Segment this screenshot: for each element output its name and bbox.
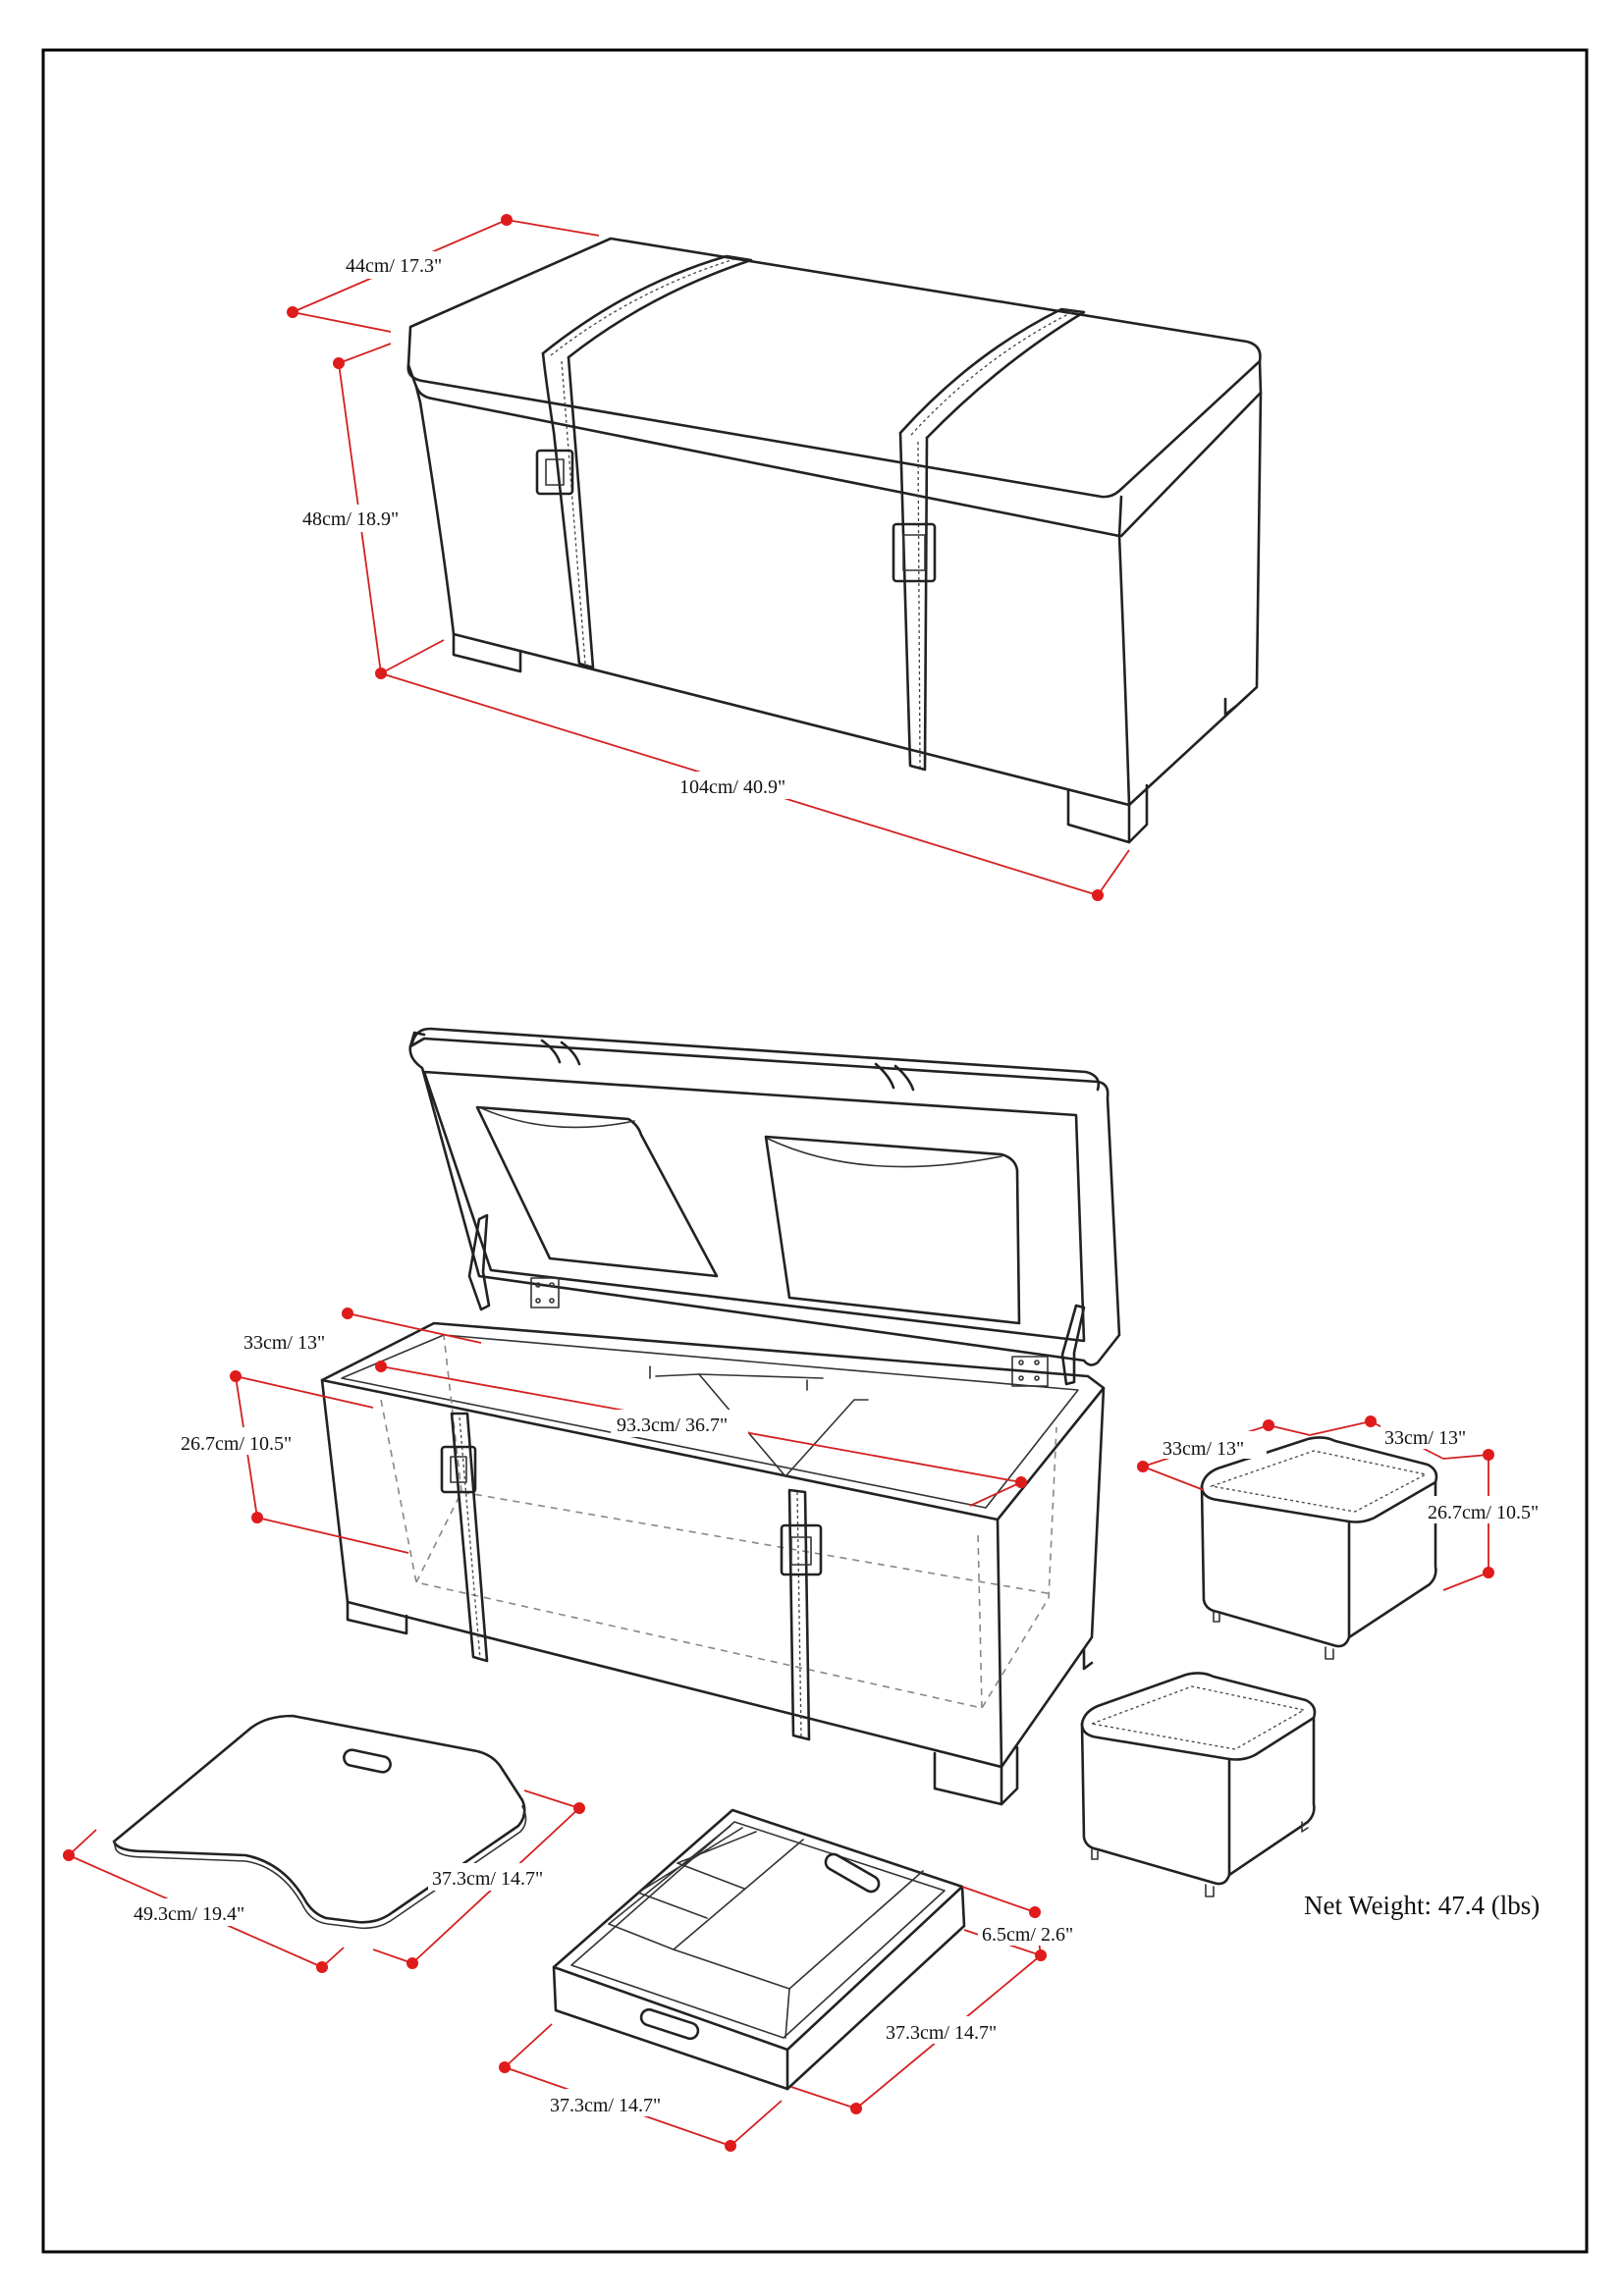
- bench-open: [320, 1027, 1121, 1806]
- tray-lid-depth-label: 37.3cm/ 14.7": [432, 1868, 543, 1890]
- ottoman-width-label: 33cm/ 13": [1163, 1438, 1244, 1460]
- tray-width-label: 37.3cm/ 14.7": [550, 2095, 661, 2116]
- ottoman-front: [1080, 1672, 1317, 1897]
- inner-height-label: 26.7cm/ 10.5": [181, 1433, 292, 1455]
- tray-lid: [112, 1714, 527, 1930]
- net-weight-text: Net Weight: 47.4 (lbs): [1304, 1891, 1540, 1920]
- bench-dimensions: [287, 214, 1130, 901]
- inner-width-label: 93.3cm/ 36.7": [617, 1415, 728, 1436]
- bench-depth-label: 44cm/ 17.3": [346, 255, 442, 277]
- bench-width-label: 104cm/ 40.9": [679, 776, 785, 798]
- inner-depth-label: 33cm/ 13": [243, 1332, 325, 1354]
- ottoman-height-label: 26.7cm/ 10.5": [1428, 1502, 1539, 1523]
- tray-height-label: 6.5cm/ 2.6": [982, 1924, 1073, 1946]
- tray-dimensions: [499, 1886, 1092, 2152]
- open-bench-dimensions: [175, 1308, 1027, 1554]
- tray-lid-dimensions: [63, 1789, 585, 1973]
- organizer-tray: [552, 1808, 966, 2091]
- bench-height-label: 48cm/ 18.9": [302, 508, 399, 530]
- tray-lid-width-label: 49.3cm/ 19.4": [134, 1903, 244, 1925]
- ottoman-depth-label: 33cm/ 13": [1384, 1427, 1466, 1449]
- ottoman-dimensions: [1137, 1415, 1561, 1591]
- bench-closed: [406, 237, 1263, 844]
- tray-depth-label: 37.3cm/ 14.7": [886, 2022, 997, 2044]
- page-frame: [41, 48, 1589, 2254]
- ottoman-back: [1200, 1436, 1438, 1660]
